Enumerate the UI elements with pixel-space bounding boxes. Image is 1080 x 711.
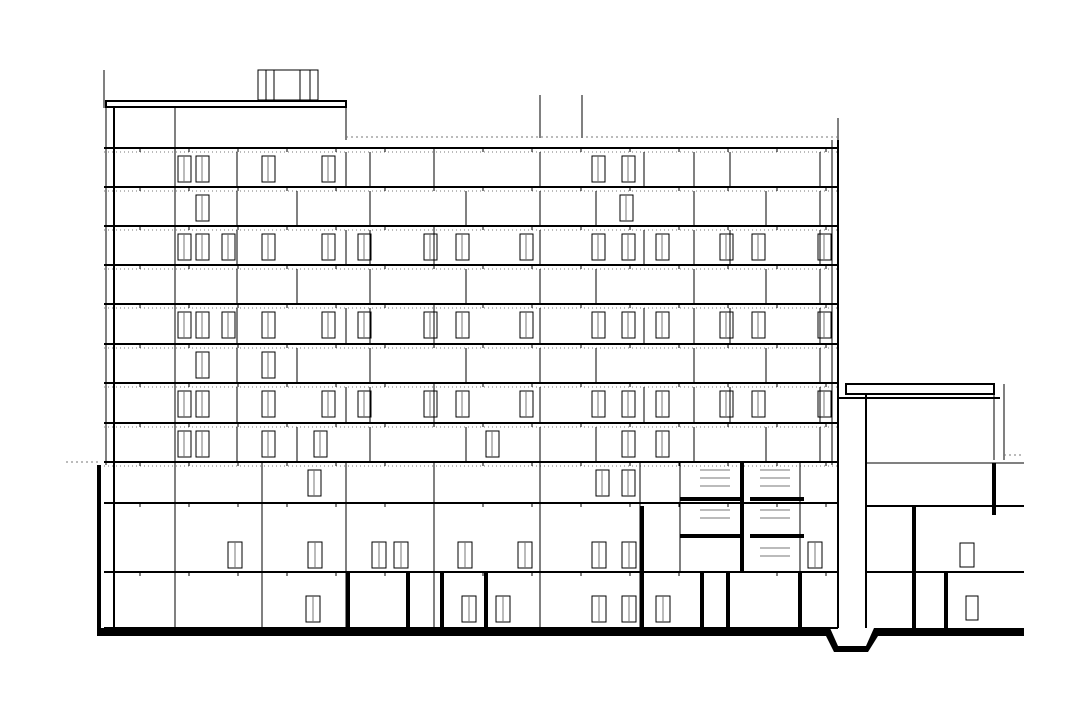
- annex-block: [838, 383, 1024, 628]
- partition-walls: [174, 152, 821, 628]
- roof-plant: [103, 69, 347, 108]
- window-openings: [177, 155, 832, 623]
- foundation: [97, 465, 1024, 652]
- floor-slabs: [104, 147, 838, 632]
- roof-masts: [539, 95, 839, 140]
- podium-walls: [346, 506, 802, 628]
- stair-core: [679, 461, 804, 573]
